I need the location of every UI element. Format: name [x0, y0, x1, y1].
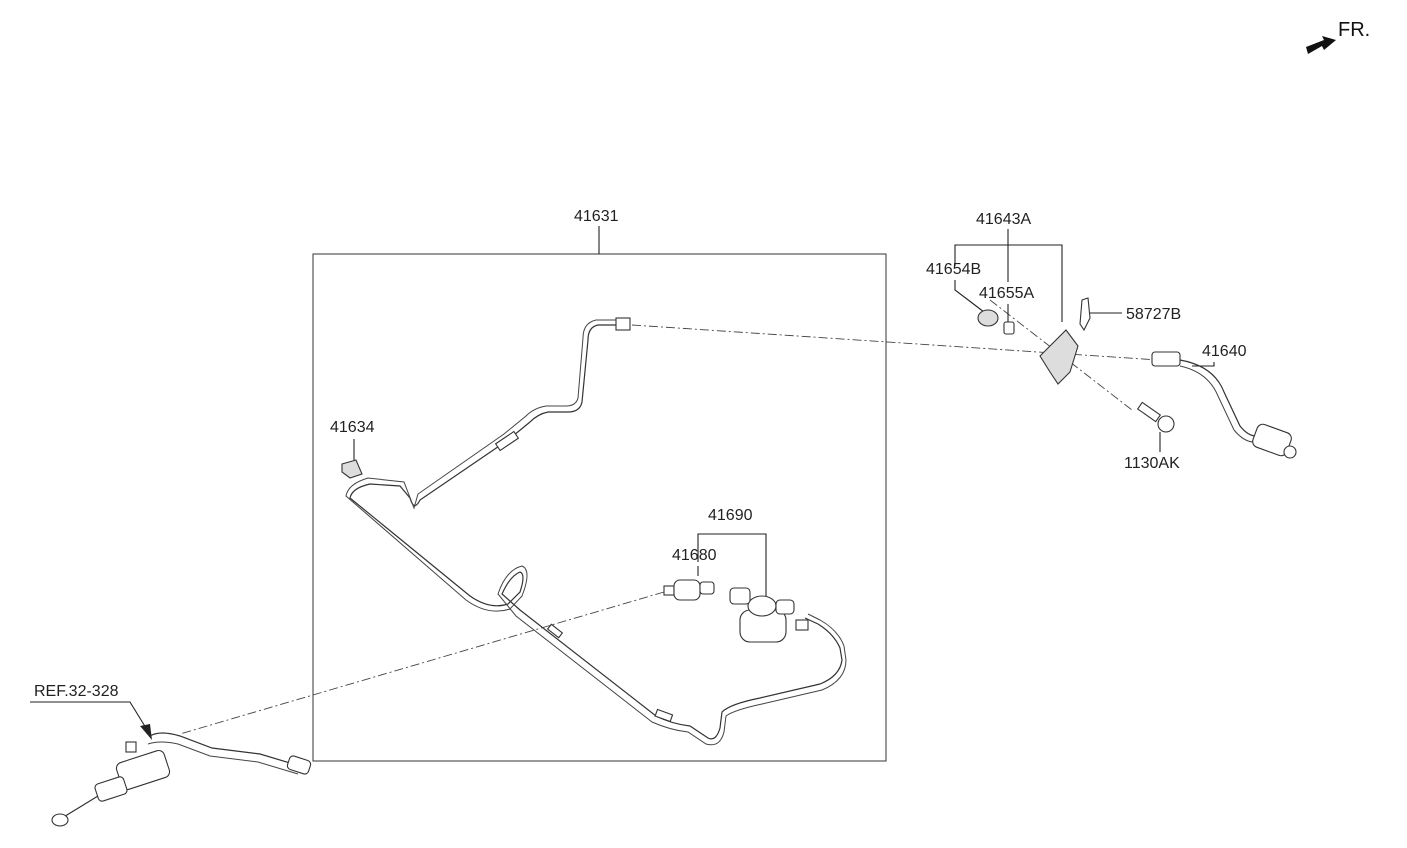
valve-port-right [775, 599, 795, 615]
part-label-41690[interactable]: 41690 [708, 507, 753, 524]
elbow-outlet [699, 581, 715, 595]
front-direction-arrow-icon [1306, 36, 1336, 54]
alignment-line-top [631, 324, 1159, 361]
part-label-41680[interactable]: 41680 [672, 547, 717, 564]
tube-joint-sleeve [494, 430, 520, 452]
tube-flare-nut [615, 317, 631, 331]
part-label-41640[interactable]: 41640 [1202, 343, 1247, 360]
hose-end-fitting [1151, 351, 1181, 367]
valve-nut [795, 619, 809, 631]
elbow-body [673, 579, 701, 601]
bushing-41655A-icon [1003, 321, 1015, 335]
tube-clip-sleeve-2 [654, 708, 674, 723]
elbow-fitting-41680-icon [663, 579, 715, 601]
part-label-1130AK[interactable]: 1130AK [1124, 455, 1180, 472]
front-direction-indicator: FR. [1306, 19, 1370, 54]
master-cylinder-boot [94, 776, 128, 802]
alignment-lines [179, 299, 1159, 735]
elbow-nipple [663, 585, 675, 596]
bracket-41643A-icon [1039, 329, 1079, 385]
hose-41640-group: 41640 [1151, 343, 1297, 459]
leader-41690 [697, 533, 767, 598]
valve-top [747, 595, 777, 617]
bolt-head [1157, 415, 1175, 433]
bolt-1130AK-group: 1130AK [1124, 401, 1180, 472]
part-label-41643A[interactable]: 41643A [976, 211, 1031, 228]
part-label-41655A[interactable]: 41655A [979, 285, 1034, 302]
part-label-41654B[interactable]: 41654B [926, 261, 981, 278]
fitting-41690-group: 41690 41680 [663, 507, 809, 643]
ref-hose-end [286, 755, 312, 775]
assembly-41631-group: 41631 [312, 208, 887, 762]
clip-41634-icon [341, 459, 363, 479]
front-direction-label: FR. [1338, 19, 1370, 41]
pushrod [61, 795, 99, 819]
clip-58727B-icon [1079, 297, 1091, 332]
bracket-41643A-group: 41643A 41654B 41655A [926, 211, 1079, 385]
assembly-box [312, 253, 887, 762]
part-label-58727B[interactable]: 58727B [1126, 306, 1181, 323]
valve-41690-icon [729, 587, 809, 643]
bolt-1130AK-icon [1136, 401, 1162, 423]
pushrod-clevis [51, 813, 69, 827]
ref-leader-line [30, 701, 147, 729]
alignment-line-lower [179, 591, 665, 735]
clutch-tube-41631 [345, 317, 847, 746]
clip-58727B-group: 58727B [1079, 297, 1181, 332]
part-label-41631[interactable]: 41631 [574, 208, 619, 225]
grommet-41654B-icon [977, 309, 999, 327]
ref-label[interactable]: REF.32-328 [34, 683, 119, 700]
clip-41634-group: 41634 [330, 419, 375, 479]
tube-clip-sleeve [546, 623, 564, 639]
ref-fitting-top [125, 741, 137, 753]
master-cylinder-ref-group: REF.32-328 [30, 683, 312, 827]
ref-arrow-icon [140, 724, 152, 740]
part-label-41634[interactable]: 41634 [330, 419, 375, 436]
valve-port-left [729, 587, 751, 605]
leader-41654B [954, 280, 985, 313]
hose-coupler-port [1283, 445, 1297, 459]
